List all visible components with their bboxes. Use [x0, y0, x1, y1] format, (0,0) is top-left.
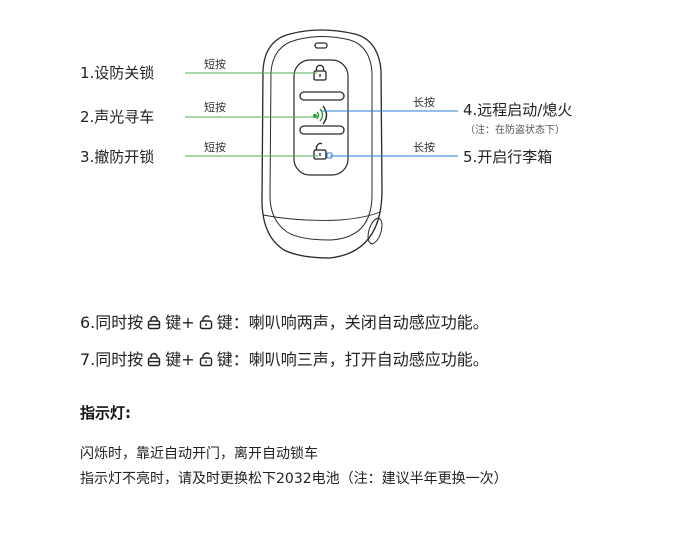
- unlock-icon-inline: [198, 314, 214, 334]
- press-tag-3: 短按: [204, 141, 226, 154]
- lock-icon-inline: [146, 314, 162, 334]
- instruction-6-mid: 键+: [165, 313, 195, 332]
- long-press-lines: [322, 110, 458, 157]
- unlock-icon-inline: [198, 351, 214, 371]
- press-tag-1: 短按: [204, 58, 226, 71]
- press-tag-2: 短按: [204, 101, 226, 114]
- short-press-lines: [185, 72, 318, 157]
- instruction-6-suffix: 键：喇叭响两声，关闭自动感应功能。: [216, 313, 489, 332]
- unlock-icon: [313, 142, 327, 160]
- indicator-title: 指示灯:: [80, 404, 131, 422]
- instruction-7-prefix: 7.同时按: [80, 350, 144, 369]
- function-label-1: 1.设防关锁: [80, 64, 155, 82]
- instruction-6: 6.同时按 键+ 键：喇叭响两声，关闭自动感应功能。: [80, 309, 489, 334]
- instruction-7-suffix: 键：喇叭响三声，打开自动感应功能。: [216, 350, 489, 369]
- function-label-3: 3.撤防开锁: [80, 148, 155, 166]
- instruction-6-prefix: 6.同时按: [80, 313, 144, 332]
- lock-icon-inline: [146, 351, 162, 371]
- function-label-5: 5.开启行李箱: [463, 148, 553, 166]
- instruction-7-mid: 键+: [165, 350, 195, 369]
- instruction-7: 7.同时按 键+ 键：喇叭响三声，打开自动感应功能。: [80, 346, 489, 371]
- indicator-line-2: 指示灯不亮时，请及时更换松下2032电池（注：建议半年更换一次）: [80, 471, 508, 487]
- function-label-2: 2.声光寻车: [80, 108, 155, 126]
- key-fob-diagram: [185, 29, 458, 259]
- signal-icon: [312, 105, 328, 125]
- function-label-4: 4.远程启动/熄火: [463, 101, 573, 119]
- indicator-line-1: 闪烁时，靠近自动开门，离开自动锁车: [80, 446, 318, 462]
- press-tag-4: 长按: [413, 96, 435, 109]
- lock-icon: [313, 64, 327, 81]
- function-note-4: （注：在防盗状态下）: [465, 125, 565, 136]
- press-tag-5: 长按: [413, 141, 435, 154]
